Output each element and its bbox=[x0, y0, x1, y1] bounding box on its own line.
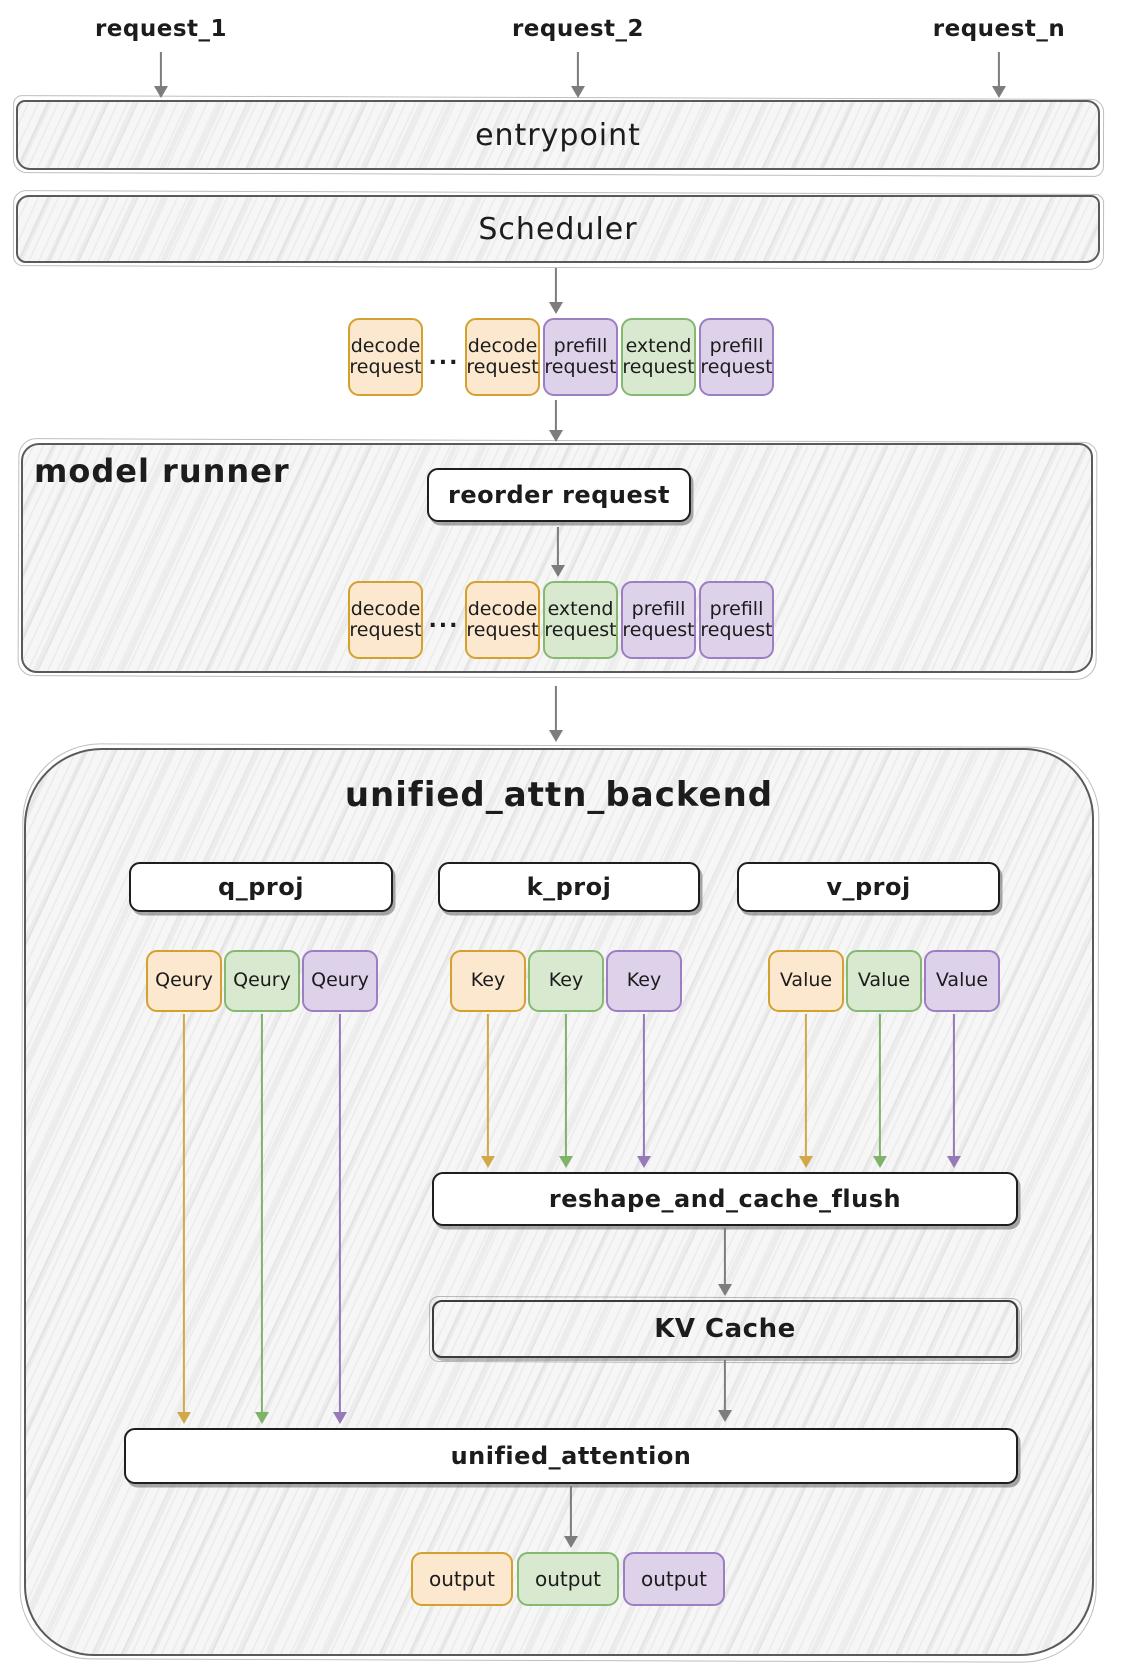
arrow-query-1 bbox=[176, 1014, 192, 1424]
arrow-request-2 bbox=[570, 52, 586, 98]
q-proj-box: q_proj bbox=[129, 862, 393, 912]
request-2-label: request_2 bbox=[511, 16, 645, 42]
arrow-reshape-to-kvcache bbox=[717, 1228, 733, 1296]
arrow-scheduler-to-chips bbox=[548, 268, 564, 314]
model-runner-label: model runner bbox=[34, 452, 290, 490]
chip-key: Key bbox=[606, 950, 682, 1012]
unified-attention-box: unified_attention bbox=[124, 1428, 1018, 1484]
arrow-reorder-to-chips bbox=[550, 527, 566, 577]
unified-attn-backend-title: unified_attn_backend bbox=[344, 775, 774, 815]
k-proj-box: k_proj bbox=[438, 862, 700, 912]
reordered-chip-row: decode request ... decode request extend… bbox=[348, 581, 774, 659]
arrow-value-2 bbox=[872, 1014, 888, 1168]
chip-key: Key bbox=[528, 950, 604, 1012]
chip-decode-request: decode request bbox=[348, 318, 423, 396]
chip-output: output bbox=[623, 1552, 725, 1606]
arrow-key-3 bbox=[636, 1014, 652, 1168]
chip-decode-request: decode request bbox=[348, 581, 423, 659]
chip-extend-request: extend request bbox=[543, 581, 618, 659]
output-chip-row: output output output bbox=[411, 1552, 725, 1606]
arrow-chips-to-model-runner bbox=[548, 400, 564, 442]
chip-value: Value bbox=[924, 950, 1000, 1012]
chip-key: Key bbox=[450, 950, 526, 1012]
arrow-runner-to-backend bbox=[548, 686, 564, 742]
entrypoint-box: entrypoint bbox=[16, 100, 1100, 170]
chip-value: Value bbox=[846, 950, 922, 1012]
arrow-attention-to-outputs bbox=[563, 1486, 579, 1548]
scheduler-chip-row: decode request ... decode request prefil… bbox=[348, 318, 774, 396]
ellipsis: ... bbox=[428, 344, 460, 370]
request-1-label: request_1 bbox=[94, 16, 228, 42]
ellipsis: ... bbox=[428, 607, 460, 633]
kv-cache-box: KV Cache bbox=[432, 1300, 1018, 1358]
arrow-value-1 bbox=[798, 1014, 814, 1168]
chip-output: output bbox=[411, 1552, 513, 1606]
scheduler-box: Scheduler bbox=[16, 195, 1100, 263]
chip-prefill-request: prefill request bbox=[699, 318, 774, 396]
arrow-value-3 bbox=[946, 1014, 962, 1168]
chip-value: Value bbox=[768, 950, 844, 1012]
arrow-query-3 bbox=[332, 1014, 348, 1424]
chip-prefill-request: prefill request bbox=[621, 581, 696, 659]
value-chip-row: Value Value Value bbox=[768, 950, 1000, 1012]
v-proj-box: v_proj bbox=[737, 862, 1000, 912]
chip-query: Qeury bbox=[302, 950, 378, 1012]
chip-query: Qeury bbox=[146, 950, 222, 1012]
chip-query: Qeury bbox=[224, 950, 300, 1012]
chip-prefill-request: prefill request bbox=[543, 318, 618, 396]
chip-decode-request: decode request bbox=[465, 318, 540, 396]
arrow-kvcache-to-attention bbox=[717, 1360, 733, 1422]
reorder-request-box: reorder request bbox=[427, 468, 691, 522]
arrow-query-2 bbox=[254, 1014, 270, 1424]
request-n-label: request_n bbox=[932, 16, 1066, 42]
query-chip-row: Qeury Qeury Qeury bbox=[146, 950, 378, 1012]
chip-extend-request: extend request bbox=[621, 318, 696, 396]
key-chip-row: Key Key Key bbox=[450, 950, 682, 1012]
reshape-and-cache-flush-box: reshape_and_cache_flush bbox=[432, 1172, 1018, 1226]
chip-output: output bbox=[517, 1552, 619, 1606]
chip-decode-request: decode request bbox=[465, 581, 540, 659]
chip-prefill-request: prefill request bbox=[699, 581, 774, 659]
arrow-request-n bbox=[991, 52, 1007, 98]
arrow-key-1 bbox=[480, 1014, 496, 1168]
arrow-key-2 bbox=[558, 1014, 574, 1168]
arrow-request-1 bbox=[153, 52, 169, 98]
